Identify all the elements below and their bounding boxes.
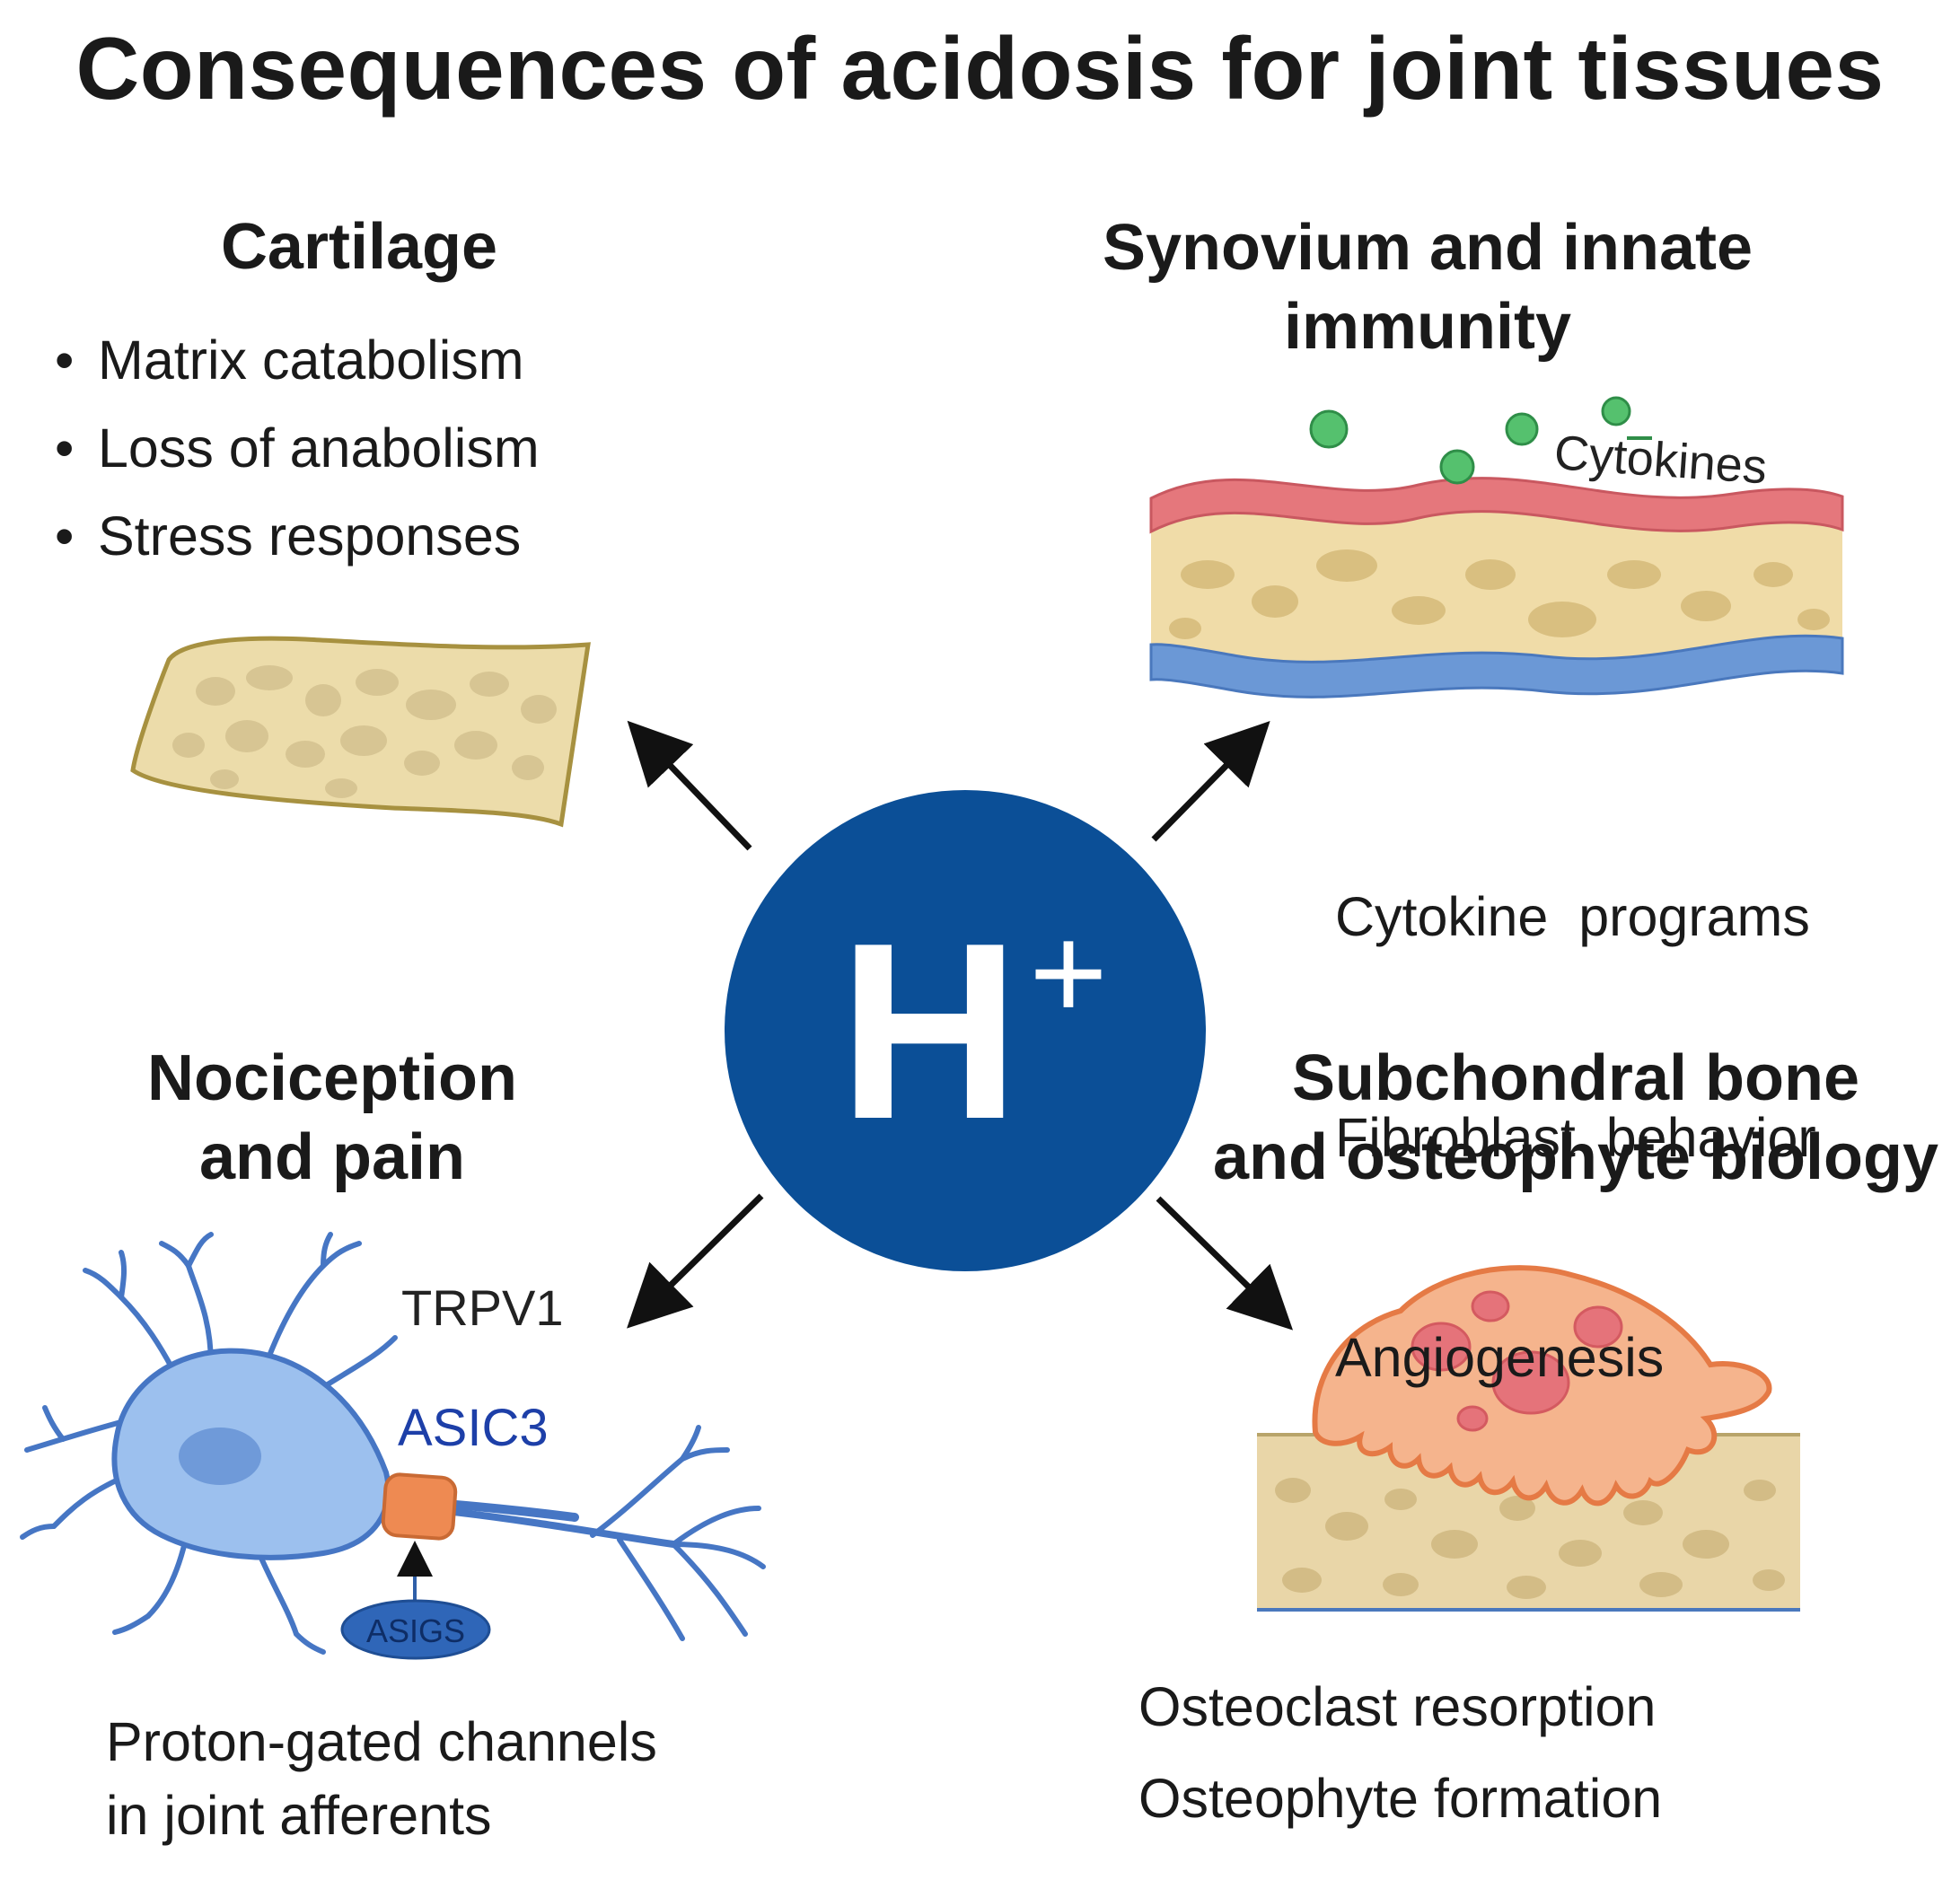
nociception-caption-line: in joint afferents [106, 1784, 492, 1846]
bone-item: Osteoclast resorption [1138, 1676, 1657, 1737]
asic3-label: ASIC3 [398, 1399, 549, 1457]
arrow-to-cartilage [627, 720, 752, 851]
cartilage-item: Matrix catabolism [49, 316, 540, 404]
nociception-heading: Nociception and pain [108, 1040, 557, 1198]
diagram-title: Consequences of acidosis for joint tissu… [75, 19, 1885, 118]
bone-heading-line: Subchondral bone [1291, 1042, 1859, 1114]
asigs-label: ASIGS [366, 1612, 465, 1649]
synovium-heading: Synovium and innate immunity [1050, 209, 1805, 367]
nociception-caption-line: Proton-gated channels [106, 1711, 657, 1772]
synovium-illustration: Cytokines [1149, 396, 1844, 698]
nociception-heading-line: Nociception [146, 1042, 518, 1114]
cartilage-list: Matrix catabolism Loss of anabolism Stre… [49, 316, 540, 580]
arrow-to-bone [1156, 1196, 1294, 1331]
cartilage-illustration [130, 636, 591, 828]
proton-circle [725, 790, 1206, 1271]
synovium-list: Cytokine programs Fibroblast behavior An… [1335, 734, 1816, 1468]
bone-list: Osteoclast resorption Osteophyte formati… [1138, 1661, 1662, 1845]
bone-heading: Subchondral bone and osteophyte biology [1194, 1040, 1957, 1198]
trpv1-label: TRPV1 [401, 1279, 564, 1336]
asigs-oval [340, 1599, 491, 1660]
arrow-to-nociception [627, 1193, 764, 1329]
proton-symbol: H [839, 892, 1020, 1172]
synovium-item: Cytokine programs [1335, 886, 1810, 948]
synovium-heading-line: Synovium and innate [1102, 212, 1753, 284]
proton-superscript: + [1029, 897, 1108, 1048]
arrow-to-synovium [1151, 721, 1270, 842]
synovium-heading-line: immunity [1283, 290, 1572, 363]
bone-item: Osteophyte formation [1138, 1768, 1663, 1830]
synovium-item: Fibroblast behavior [1335, 1106, 1816, 1168]
cytokines-label: Cytokines [1552, 426, 1769, 494]
neuron-nucleus [179, 1428, 261, 1485]
asic3-channel [381, 1472, 458, 1541]
synovium-item: Angiogenesis [1335, 1326, 1665, 1388]
cartilage-item: Loss of anabolism [49, 404, 540, 492]
nociception-caption: Proton-gated channels in joint afferents [106, 1706, 657, 1852]
nociception-heading-line: and pain [198, 1120, 465, 1193]
bone-heading-line: and osteophyte biology [1212, 1120, 1939, 1193]
osteoclast-nuclei [1411, 1290, 1623, 1432]
cartilage-heading: Cartilage [220, 211, 498, 283]
cartilage-item: Stress responses [49, 492, 540, 580]
